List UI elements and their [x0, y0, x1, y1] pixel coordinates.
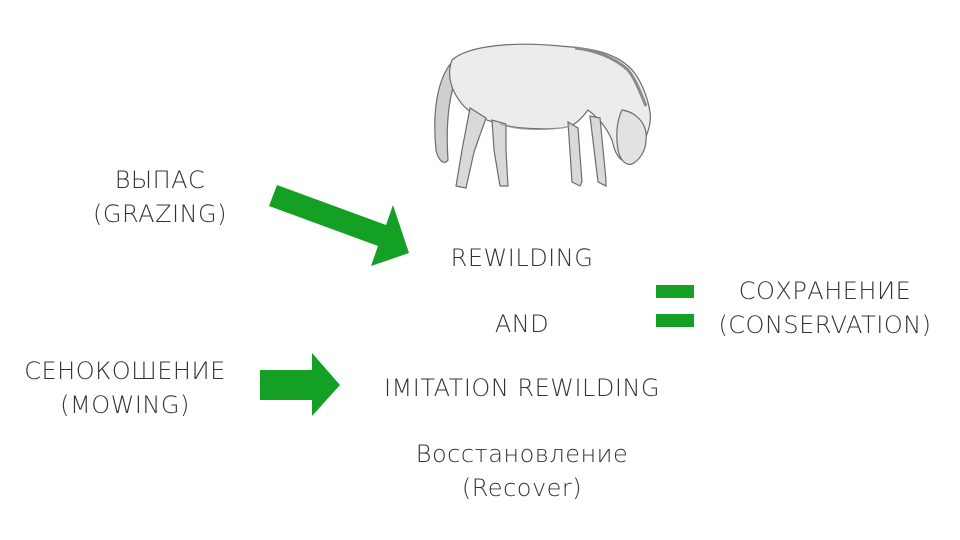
grazing-label-line2: (GRAZING): [92, 200, 227, 228]
recover-label-line2: (Recover): [461, 474, 583, 502]
recover-label: Восстановление (Recover): [392, 437, 652, 505]
mowing-label-line2: (MOWING): [60, 391, 190, 419]
conservation-label-line2: (CONSERVATION): [718, 311, 932, 339]
grazing-arrow: [269, 185, 409, 266]
recover-label-line1: Восстановление: [415, 440, 629, 468]
conservation-label-line1: СОХРАНЕНИЕ: [738, 277, 912, 305]
and-label: AND: [494, 310, 550, 338]
imitation-rewilding-label: IMITATION REWILDING: [383, 374, 661, 402]
grazing-label: ВЫПАС (GRAZING): [70, 163, 250, 231]
mowing-label: СЕНОКОШЕНИЕ (MOWING): [5, 354, 245, 422]
mowing-arrow: [260, 353, 340, 416]
equals-bottom-bar: [656, 314, 694, 327]
rewilding-label: REWILDING: [450, 244, 594, 272]
horse-illustration: [434, 43, 651, 189]
grazing-label-line1: ВЫПАС: [114, 166, 206, 194]
conservation-label: СОХРАНЕНИЕ (CONSERVATION): [700, 274, 950, 342]
equals-top-bar: [656, 285, 694, 298]
mowing-label-line1: СЕНОКОШЕНИЕ: [24, 357, 226, 385]
